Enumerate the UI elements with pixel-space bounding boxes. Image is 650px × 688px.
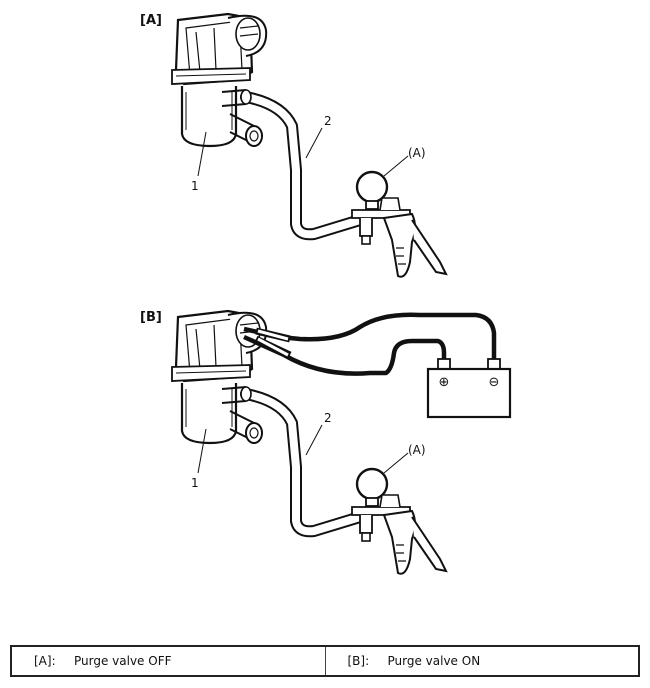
legend-key-b: [B]:: [347, 654, 370, 668]
panel-b-label: [B]: [140, 310, 162, 325]
legend-cell-a: [A]: Purge valve OFF: [12, 647, 325, 675]
vacuum-hose: [246, 97, 360, 234]
legend-table: [A]: Purge valve OFF [B]: Purge valve ON: [10, 645, 640, 677]
callout-1: 1: [191, 476, 199, 490]
vacuum-pump-gauge: [350, 467, 448, 575]
callout-2: 2: [324, 411, 332, 425]
battery-negative-terminal: ⊖: [489, 375, 500, 390]
callout-gauge: (A): [408, 146, 426, 160]
legend-text-a: Purge valve OFF: [74, 654, 172, 668]
legend-key-a: [A]:: [34, 654, 56, 668]
battery-leads: [243, 312, 497, 376]
vacuum-hose: [246, 394, 360, 531]
purge-valve-inspection-diagram: [A] 1 2 (A) [B] ⊕ ⊖: [140, 12, 512, 575]
panel-a: [A] 1 2 (A): [140, 12, 448, 278]
panel-b: [B] ⊕ ⊖ 1 2 (A): [140, 309, 512, 575]
legend-text-b: Purge valve ON: [387, 654, 481, 668]
callout-2: 2: [324, 114, 332, 128]
callout-gauge: (A): [408, 443, 426, 457]
vacuum-pump-gauge: [350, 170, 448, 278]
battery: ⊕ ⊖: [426, 358, 512, 419]
battery-positive-terminal: ⊕: [439, 375, 450, 390]
legend-cell-b: [B]: Purge valve ON: [324, 647, 639, 675]
callout-1: 1: [191, 179, 199, 193]
panel-a-label: [A]: [140, 13, 162, 28]
purge-valve: [170, 12, 268, 148]
